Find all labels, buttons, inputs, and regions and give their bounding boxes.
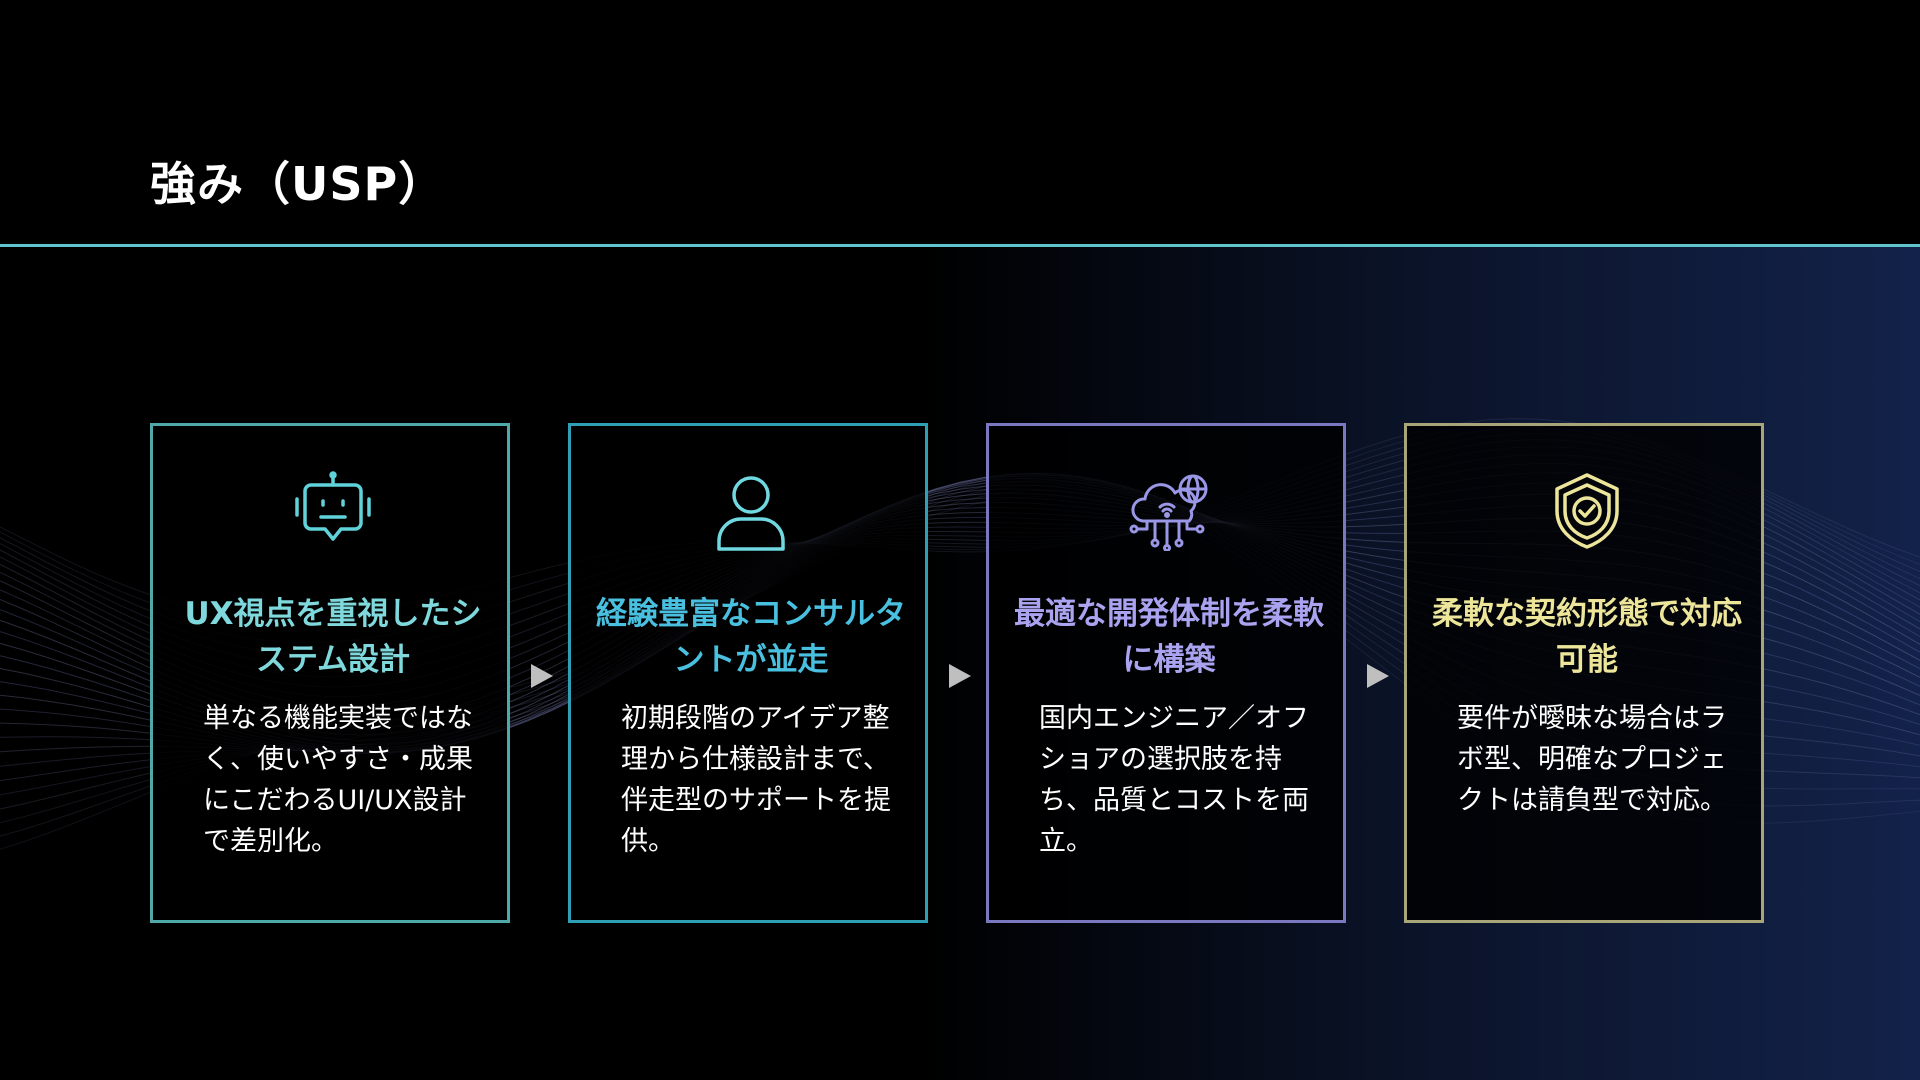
card-description: 単なる機能実装ではなく、使いやすさ・成果にこだわるUI/UX設計で差別化。 (203, 703, 473, 857)
page-title: 強み（USP） (150, 157, 446, 211)
card-description: 初期段階のアイデア整理から仕様設計まで、伴走型のサポートを提供。 (621, 703, 891, 857)
usp-card-ux-design: UX視点を重視したシステム設計 単なる機能実装ではなく、使いやすさ・成果にこだわ… (150, 423, 510, 923)
arrow-right-icon (949, 664, 971, 688)
user-icon (717, 476, 785, 551)
cloud-network-icon (1129, 474, 1208, 551)
shield-check-icon (1555, 473, 1619, 549)
card-title: 経験豊富なコンサルタントが並走 (596, 596, 906, 678)
card-description: 国内エンジニア／オフショアの選択肢を持ち、品質とコストを両立。 (1039, 703, 1309, 857)
card-title: 柔軟な契約形態で対応可能 (1432, 596, 1742, 678)
robot-icon (295, 471, 371, 541)
header: 強み（USP） (0, 0, 1920, 244)
header-divider (0, 244, 1920, 247)
arrow-right-icon (531, 664, 553, 688)
card-title: UX視点を重視したシステム設計 (184, 596, 482, 678)
card-description: 要件が曖昧な場合はラボ型、明確なプロジェクトは請負型で対応。 (1457, 703, 1727, 816)
usp-card-dev-structure: 最適な開発体制を柔軟に構築 国内エンジニア／オフショアの選択肢を持ち、品質とコス… (986, 423, 1346, 923)
usp-card-consultant: 経験豊富なコンサルタントが並走 初期段階のアイデア整理から仕様設計まで、伴走型の… (568, 423, 928, 923)
card-title: 最適な開発体制を柔軟に構築 (1014, 596, 1324, 678)
arrow-right-icon (1367, 664, 1389, 688)
usp-card-contract: 柔軟な契約形態で対応可能 要件が曖昧な場合はラボ型、明確なプロジェクトは請負型で… (1404, 423, 1764, 923)
